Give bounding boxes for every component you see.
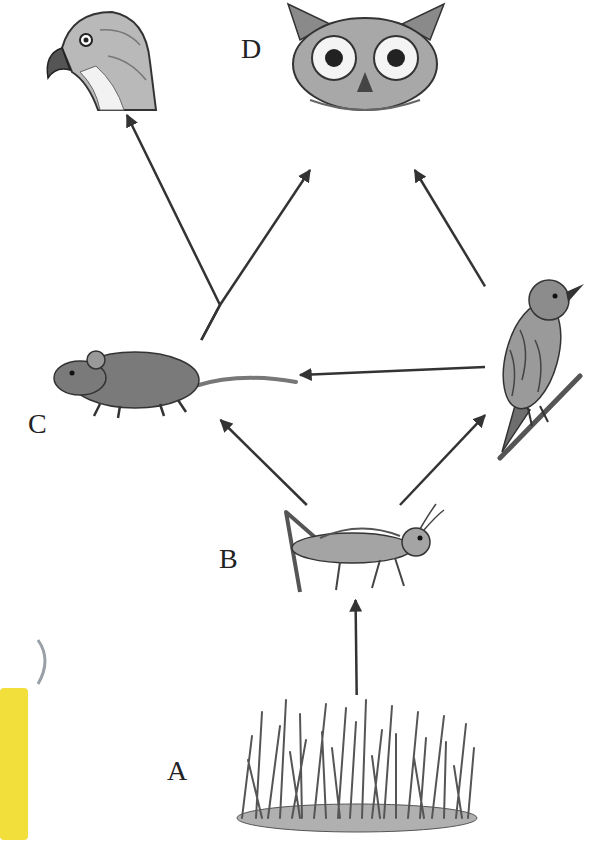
bird-eye (553, 294, 558, 299)
grasshopper-eye (418, 536, 423, 541)
owl-chest (310, 100, 420, 110)
owl-eye (374, 36, 418, 80)
owl-beak (357, 72, 373, 92)
energy-arrow (127, 115, 220, 340)
organism-letter: A (167, 757, 187, 785)
organism-letter: D (241, 35, 261, 63)
organism-letter: B (219, 545, 238, 573)
grass-picture (237, 700, 477, 832)
bird-head (529, 280, 569, 320)
grasshopper-body (292, 533, 412, 563)
organism-letter: C (28, 410, 47, 438)
soil (237, 804, 477, 832)
owl-pupil (325, 49, 343, 67)
grass-node: A (235, 695, 480, 830)
owl-picture (288, 4, 444, 110)
mouse-eye (70, 371, 75, 376)
energy-arrow (356, 600, 357, 695)
bird-beak (566, 284, 584, 302)
mouse-picture (54, 351, 296, 418)
grasshopper-head (402, 528, 430, 556)
owl-head (293, 18, 437, 110)
energy-arrow (400, 415, 485, 505)
bird-picture (493, 280, 584, 458)
hawk-beak (47, 48, 70, 78)
energy-arrow (300, 367, 485, 375)
grasshopper-node: B (265, 505, 445, 600)
bird-tail (502, 402, 530, 452)
hawk-feathers (100, 30, 146, 80)
bird-node (485, 270, 580, 460)
energy-arrow (415, 170, 485, 286)
bird-feet (528, 406, 548, 426)
mouse-node: C (60, 340, 300, 420)
mouse-tail (195, 378, 296, 386)
grasshopper-antennae (420, 504, 444, 530)
hawk-picture (47, 12, 156, 110)
grasshopper-legs (336, 558, 404, 590)
energy-arrow (201, 170, 310, 340)
bird-streaks (510, 330, 541, 396)
owl-pupil (387, 49, 405, 67)
hawk-pupil (84, 38, 89, 43)
stray-mark (38, 640, 45, 684)
mouse-ear (87, 351, 105, 369)
grass-blades (242, 700, 474, 818)
hawk-eye (80, 34, 92, 46)
grasshopper-picture (286, 504, 444, 592)
grasshopper-wing (320, 528, 400, 538)
energy-arrow (221, 420, 307, 505)
hawk-node (40, 5, 160, 115)
owl-eye (312, 36, 356, 80)
mouse-legs (94, 400, 186, 418)
owl-node: D (285, 5, 445, 170)
highlight-patch (0, 688, 28, 840)
hawk-head (62, 12, 156, 110)
hawk-throat (80, 66, 124, 110)
